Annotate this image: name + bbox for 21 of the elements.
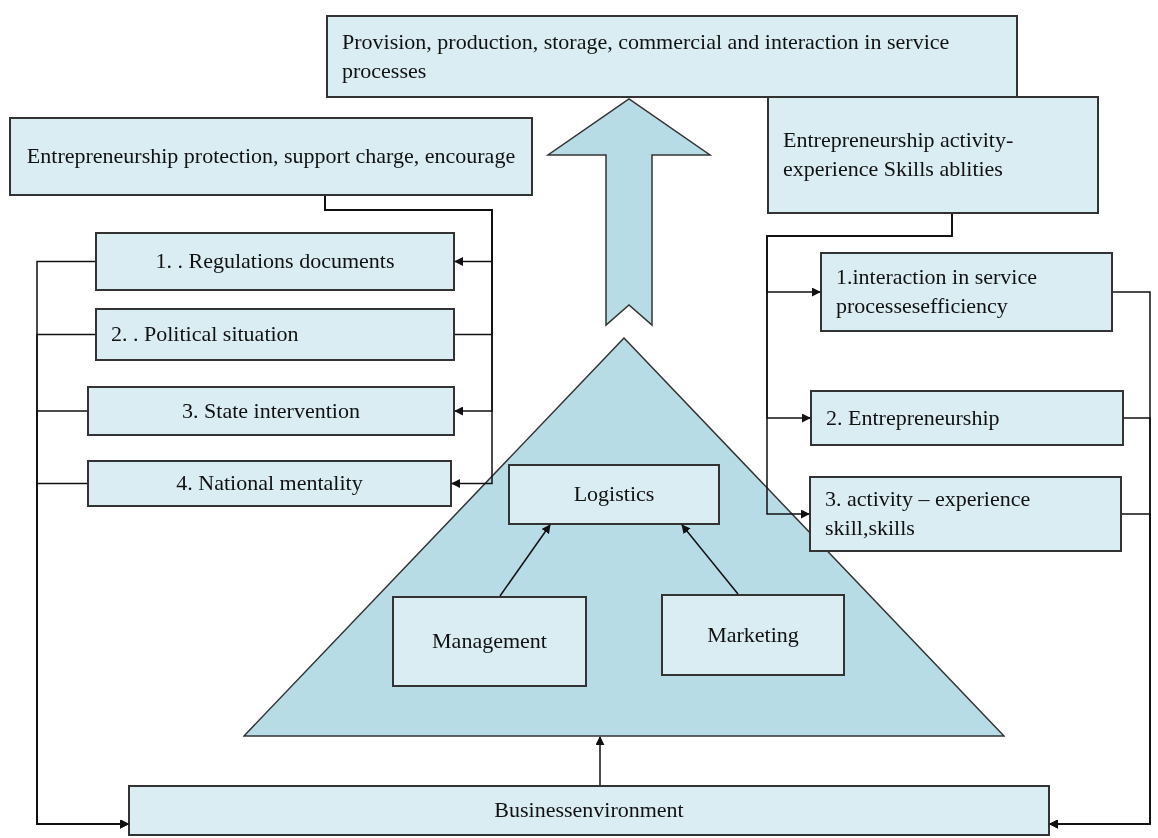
text-box: Entrepreneurship protection, support charge, encourage (9, 117, 533, 196)
text-box: 2. Entrepreneurship (810, 390, 1124, 446)
text-box: 3. activity – experience skill,skills (809, 476, 1122, 552)
text-box: Provision, production, storage, commercial and interaction in service processes (326, 15, 1018, 98)
text-box: 3. State intervention (87, 386, 455, 436)
text-box: Logistics (508, 464, 720, 525)
text-box: 4. National mentality (87, 460, 452, 507)
text-box: Businessenvironment (128, 785, 1050, 836)
arrow (36, 482, 129, 829)
arrow (1049, 513, 1151, 829)
text-box: 2. . Political situation (95, 308, 455, 361)
arrow (499, 524, 551, 597)
arrow (766, 213, 953, 519)
text-box: 1.interaction in service processesefficiency (820, 252, 1113, 332)
arrow (595, 736, 605, 786)
text-box: Management (392, 596, 587, 687)
text-box: Marketing (661, 594, 845, 676)
text-box: Entrepreneurship activity- experience Skills ablities (767, 96, 1099, 214)
text-box: 1. . Regulations documents (95, 232, 455, 291)
block-arrow (545, 98, 713, 327)
arrow (681, 524, 739, 595)
